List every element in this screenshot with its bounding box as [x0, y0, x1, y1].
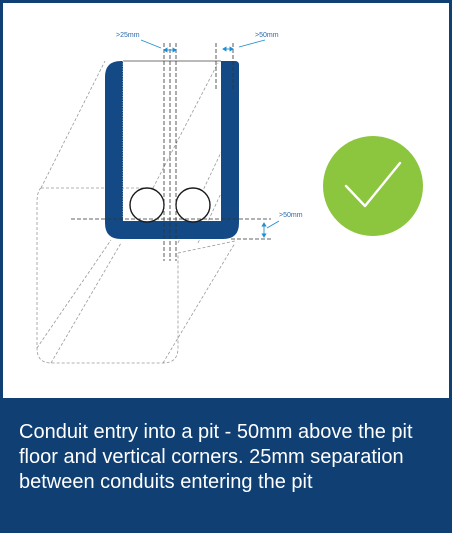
corner-clearance-label: >50mm [255, 32, 279, 39]
pit-wall [105, 61, 239, 239]
checkmark-icon [323, 136, 423, 236]
caption-panel: Conduit entry into a pit - 50mm above th… [3, 398, 449, 530]
conduit-separation-label: >25mm [116, 32, 140, 39]
dimension-arrows [140, 39, 280, 238]
conduit-right [175, 187, 211, 223]
pit-conduit-diagram: >25mm >50mm >50mm [36, 32, 423, 364]
caption-text: Conduit entry into a pit - 50mm above th… [19, 421, 413, 493]
floor-clearance-label: >50mm [279, 212, 303, 219]
conduit-left [129, 187, 165, 223]
conduit-centre-lines [71, 43, 271, 261]
corner-guide-lines [215, 43, 234, 89]
